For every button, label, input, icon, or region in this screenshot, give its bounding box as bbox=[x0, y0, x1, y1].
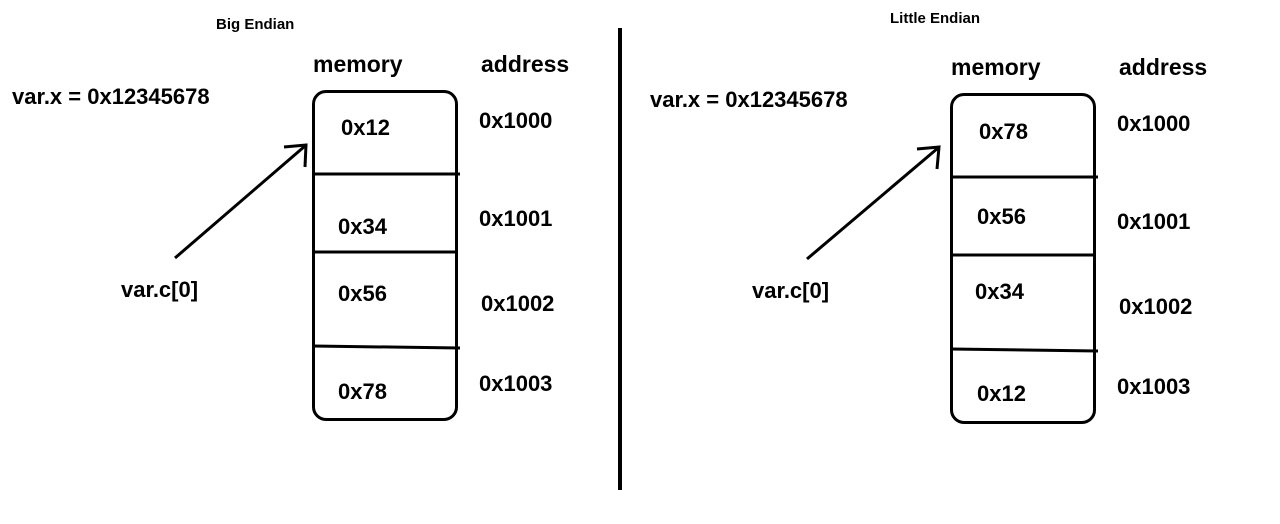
big-endian-byte: 0x34 bbox=[338, 216, 387, 238]
big-endian-var-x: var.x = 0x12345678 bbox=[12, 86, 210, 108]
little-endian-title: Little Endian bbox=[890, 11, 980, 26]
little-endian-address: 0x1002 bbox=[1119, 296, 1192, 318]
big-endian-memory-label: memory bbox=[313, 53, 402, 76]
big-endian-address: 0x1001 bbox=[479, 208, 552, 230]
big-endian-title: Big Endian bbox=[216, 17, 294, 32]
big-endian-byte: 0x56 bbox=[338, 283, 387, 305]
big-endian-address-label: address bbox=[481, 53, 569, 76]
little-endian-address: 0x1003 bbox=[1117, 376, 1190, 398]
big-endian-address: 0x1003 bbox=[479, 373, 552, 395]
little-endian-byte: 0x56 bbox=[977, 206, 1026, 228]
little-endian-var-x: var.x = 0x12345678 bbox=[650, 89, 848, 111]
little-endian-address: 0x1000 bbox=[1117, 113, 1190, 135]
little-endian-byte: 0x78 bbox=[979, 121, 1028, 143]
big-endian-pointer-label: var.c[0] bbox=[121, 279, 198, 301]
big-endian-address: 0x1002 bbox=[481, 293, 554, 315]
little-endian-byte: 0x34 bbox=[975, 281, 1024, 303]
big-endian-byte: 0x78 bbox=[338, 381, 387, 403]
little-endian-pointer-label: var.c[0] bbox=[752, 280, 829, 302]
little-endian-byte: 0x12 bbox=[977, 383, 1026, 405]
little-endian-address-label: address bbox=[1119, 56, 1207, 79]
big-endian-address: 0x1000 bbox=[479, 110, 552, 132]
big-endian-pointer-arrow bbox=[175, 145, 306, 258]
little-endian-memory-label: memory bbox=[951, 56, 1040, 79]
little-endian-pointer-arrow bbox=[807, 147, 939, 259]
little-endian-address: 0x1001 bbox=[1117, 211, 1190, 233]
big-endian-byte: 0x12 bbox=[341, 117, 390, 139]
